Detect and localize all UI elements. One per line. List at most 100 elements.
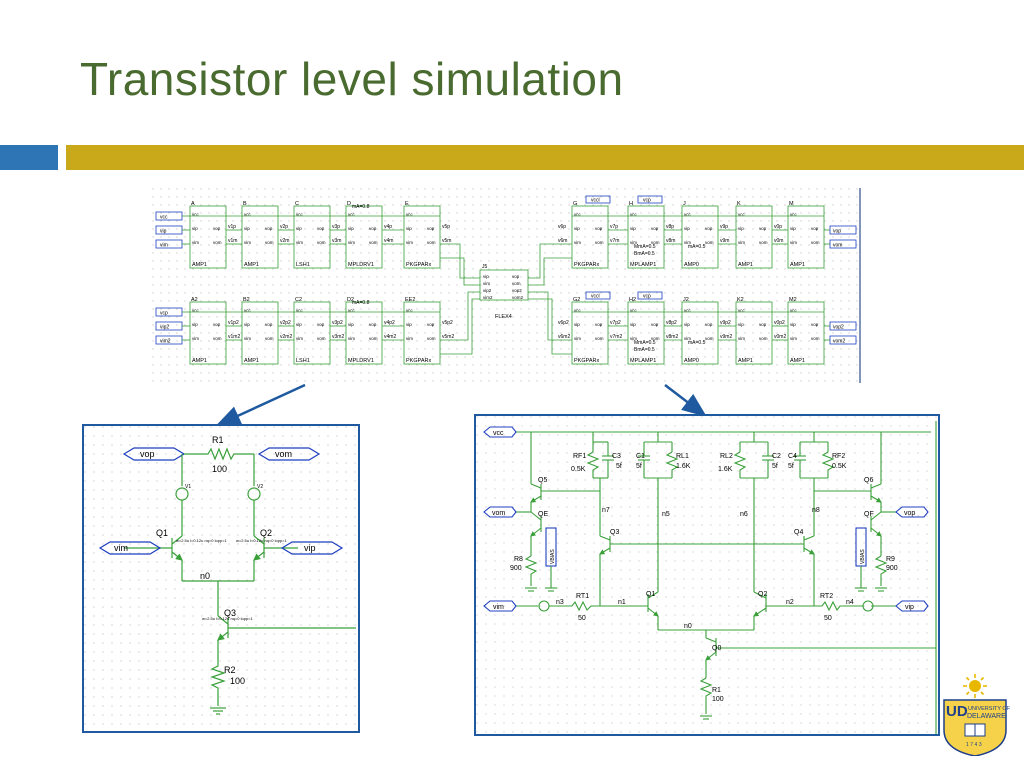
block-name-B2: AMP1: [244, 358, 259, 364]
pin-vim-J2: vim: [684, 336, 691, 341]
net-v8p: v8p: [666, 224, 674, 230]
slide-title: Transistor level simulation: [80, 53, 624, 105]
rf2-value: 0.5K: [832, 463, 847, 470]
pin-vop-B2: vop: [265, 322, 273, 327]
pin-vom-H: vom: [651, 240, 660, 245]
pin-vcc-C: vcc: [296, 212, 304, 217]
port-vop: [829, 225, 857, 235]
logo-line1: UNIVERSITY OF: [968, 706, 1011, 712]
port-vom: vom: [275, 449, 292, 459]
port-label-vim2: vim2: [160, 339, 171, 345]
c4-label: C4: [788, 453, 797, 460]
block-ref-B2: B2: [243, 297, 250, 303]
pin-vop-C2: vop: [317, 322, 325, 327]
port-vop: vop: [140, 449, 155, 459]
pin-vim-B: vim: [244, 240, 251, 245]
pin-vop-B: vop: [265, 226, 273, 231]
port-label-vom: vom: [833, 243, 842, 249]
net-v1p: v1p: [228, 224, 236, 230]
pin-vim-C2: vim: [296, 336, 303, 341]
block-param-D2-0: mA=0.8: [352, 300, 370, 306]
pin-vcc-K2: vcc: [738, 308, 746, 313]
block-C2: [293, 301, 331, 365]
block-name-K: AMP1: [738, 262, 753, 268]
q3-label: Q3: [224, 608, 236, 618]
right-panel-amp-schematic: vcc vom vim vop vip RF1 0.5K C3 5f C1 5f…: [474, 414, 940, 736]
r1-value: 100: [212, 464, 227, 474]
net-v3m: v3m: [332, 238, 341, 244]
port-vim: vim: [114, 543, 128, 553]
wire: [440, 291, 480, 341]
rf1-value: 0.5K: [571, 466, 586, 473]
net-v5p: v5p: [442, 224, 450, 230]
pin-vcc-H: vcc: [630, 212, 638, 217]
node-n8: n8: [812, 507, 820, 514]
port-label-vcp: vcp: [643, 198, 651, 204]
flex4-ref: J5: [482, 264, 488, 270]
pin-vop-EE2: vop: [427, 322, 435, 327]
net-v4p: v4p: [384, 224, 392, 230]
r9-label: R9: [886, 556, 895, 563]
port-vcp: [637, 291, 663, 300]
pin-vcc-B: vcc: [244, 212, 252, 217]
port-label-vom2: vom2: [833, 339, 845, 345]
block-name-D: MPLDRV1: [348, 262, 374, 268]
pin-vcc-J2: vcc: [684, 308, 692, 313]
pin-vcc-D2: vcc: [348, 308, 356, 313]
block-name-C: LSH1: [296, 262, 310, 268]
pin-vim-A2: vim: [192, 336, 199, 341]
node-n5: n5: [662, 511, 670, 518]
pin-vip-C2: vip: [296, 322, 302, 327]
c4-value: 5f: [788, 463, 794, 470]
pin-vcc-G2: vcc: [574, 308, 582, 313]
port-label-vccl: vccl: [591, 294, 600, 300]
flex4-pin-vip: vip: [483, 274, 489, 279]
net-v7m2: v7m2: [610, 334, 622, 340]
block-K2: [735, 301, 773, 365]
port-vccl: [585, 291, 611, 300]
port-label-vip: vip: [160, 229, 167, 235]
r8-label: R8: [514, 556, 523, 563]
pin-vop-D2: vop: [369, 322, 377, 327]
net-v1m: v1m: [228, 238, 237, 244]
pin-vim-A: vim: [192, 240, 199, 245]
flex4-pin-vim: vim: [483, 281, 490, 286]
block-D2: [345, 301, 383, 365]
block-M2: [787, 301, 825, 365]
r1-value: 100: [712, 696, 724, 703]
pin-vip-B: vip: [244, 226, 250, 231]
net-v2p: v2p: [280, 224, 288, 230]
r1-label: R1: [712, 687, 721, 694]
c1-value: 5f: [636, 463, 642, 470]
pin-vop-G: vop: [595, 226, 603, 231]
pin-vcc-A2: vcc: [192, 308, 200, 313]
pin-vcc-J: vcc: [684, 212, 692, 217]
block-param-J-0: mA=0.5: [688, 244, 706, 250]
r2-value: 100: [230, 676, 245, 686]
pin-vip-E: vip: [406, 226, 412, 231]
port-vcp: [637, 195, 663, 204]
pin-vom-G: vom: [595, 240, 604, 245]
block-ref-D2: D2: [347, 297, 354, 303]
block-name-H: MPLAMP1: [630, 262, 656, 268]
block-H: [627, 205, 665, 269]
rt2-label: RT2: [820, 593, 833, 600]
pin-vip-EE2: vip: [406, 322, 412, 327]
pin-vim-M2: vim: [790, 336, 797, 341]
node-n3: n3: [556, 599, 564, 606]
block-EE2: [403, 301, 441, 365]
net-v2m2: v2m2: [280, 334, 292, 340]
node-n6: n6: [740, 511, 748, 518]
pin-vcc-M: vcc: [790, 212, 798, 217]
pin-vip-H: vip: [630, 226, 636, 231]
r9-value: 900: [886, 565, 898, 572]
node-n7: n7: [602, 507, 610, 514]
pin-vom-M2: vom: [811, 336, 820, 341]
q3-label: Q3: [610, 529, 619, 536]
pin-vip-K: vip: [738, 226, 744, 231]
block-ref-H: H: [629, 201, 633, 207]
pin-vcc-D: vcc: [348, 212, 356, 217]
port-label-vop2: vop2: [833, 325, 844, 331]
pin-vcc-B2: vcc: [244, 308, 252, 313]
qf-label: QF: [864, 511, 874, 518]
